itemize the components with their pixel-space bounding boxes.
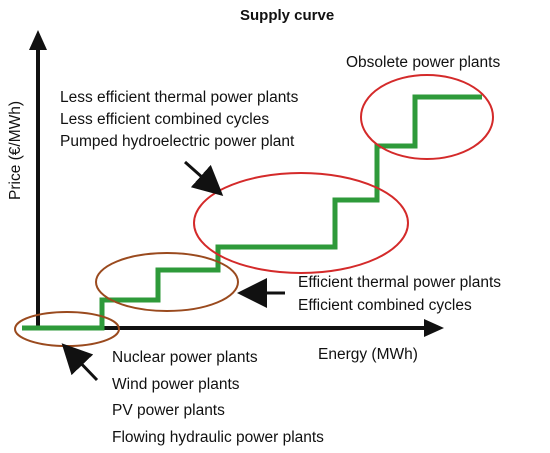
label-efficient-1: Efficient combined cycles: [298, 297, 472, 314]
y-axis-arrowhead: [29, 30, 47, 50]
label-base-1: Wind power plants: [112, 376, 240, 393]
ellipse-efficient-plants: [95, 252, 239, 312]
label-obsolete-0: Obsolete power plants: [346, 54, 500, 71]
x-axis-arrowhead: [424, 319, 444, 337]
label-less-efficient-2: Pumped hydroelectric power plant: [60, 133, 295, 150]
arrow-to-less-efficient: [184, 160, 224, 196]
y-axis-label: Price (€/MWh): [7, 101, 24, 200]
label-base-2: PV power plants: [112, 402, 225, 419]
label-base-3: Flowing hydraulic power plants: [112, 429, 324, 446]
arrow-to-base: [61, 343, 99, 382]
ellipse-less-efficient-plants: [193, 172, 409, 274]
ellipse-obsolete-plants: [360, 74, 494, 160]
label-base-0: Nuclear power plants: [112, 349, 258, 366]
x-axis-label: Energy (MWh): [318, 346, 418, 363]
label-less-efficient-0: Less efficient thermal power plants: [60, 89, 299, 106]
label-efficient-0: Efficient thermal power plants: [298, 274, 501, 291]
label-less-efficient-1: Less efficient combined cycles: [60, 111, 269, 128]
diagram-title: Supply curve: [240, 7, 334, 24]
